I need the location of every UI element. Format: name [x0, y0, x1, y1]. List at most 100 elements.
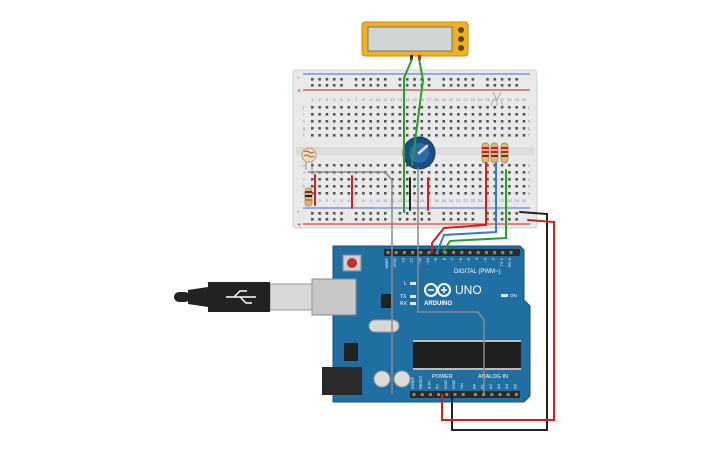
pin-label: GND — [451, 380, 456, 389]
rgb-led[interactable] — [490, 91, 504, 107]
header-pin[interactable] — [453, 393, 457, 396]
header-pin[interactable] — [420, 393, 424, 396]
column-number: 20 — [449, 198, 454, 203]
row-letter: g — [528, 126, 530, 131]
board-model: UNO — [455, 283, 482, 297]
column-number: 27 — [500, 198, 505, 203]
pin-label: 12 — [409, 257, 414, 262]
wire-pot-analog[interactable] — [417, 167, 485, 395]
header-pin[interactable] — [386, 251, 390, 254]
column-number: 30 — [522, 198, 527, 203]
header-pin[interactable] — [468, 251, 472, 254]
rail-plus-label: + — [297, 88, 301, 95]
column-number: 16 — [420, 97, 425, 102]
header-pin[interactable] — [419, 251, 423, 254]
row-letter: c — [303, 177, 305, 182]
row-letter: f — [303, 133, 305, 138]
pin-label: TX 1 — [499, 257, 504, 266]
capacitor-2 — [393, 370, 411, 388]
column-number: 14 — [405, 97, 410, 102]
column-number: 11 — [383, 97, 388, 102]
resistor-photoresistor[interactable] — [304, 187, 313, 207]
usb-symbol-icon — [226, 290, 256, 304]
column-number: 5 — [340, 97, 343, 102]
header-pin[interactable] — [514, 393, 518, 396]
column-number: 29 — [514, 97, 519, 102]
column-number: 12 — [390, 97, 395, 102]
header-pin[interactable] — [443, 251, 447, 254]
column-number: 3 — [326, 198, 329, 203]
rail-plus-label-bottom: + — [297, 222, 301, 229]
column-number: 2 — [318, 198, 321, 203]
pin-label: RX 0 — [507, 257, 512, 267]
column-number: 22 — [463, 97, 468, 102]
column-number: 24 — [478, 198, 483, 203]
resistor-blue-led[interactable] — [490, 142, 499, 164]
led-rx — [410, 302, 416, 305]
column-number: 19 — [441, 198, 446, 203]
usb-chip — [381, 294, 391, 308]
header-pin[interactable] — [501, 251, 505, 254]
header-pin[interactable] — [437, 393, 441, 396]
wire-gnd[interactable] — [451, 211, 548, 431]
resistor-green-led[interactable] — [500, 142, 509, 164]
header-pin[interactable] — [498, 393, 502, 396]
header-pin[interactable] — [493, 251, 497, 254]
column-number: 15 — [412, 97, 417, 102]
header-pin[interactable] — [411, 251, 415, 254]
column-number: 1 — [311, 97, 314, 102]
row-letter: j — [527, 105, 529, 110]
row-letter: i — [303, 112, 304, 117]
potentiometer[interactable] — [402, 136, 436, 170]
column-number: 26 — [493, 97, 498, 102]
pin-label: 5V — [435, 384, 440, 389]
header-pin[interactable] — [452, 251, 456, 254]
wire-5v[interactable] — [441, 219, 555, 421]
pin-label: 7 — [450, 257, 455, 260]
column-number: 11 — [383, 198, 388, 203]
header-pin[interactable] — [394, 251, 398, 254]
header-pin[interactable] — [490, 393, 494, 396]
wire-lcd-green-1[interactable] — [403, 58, 413, 213]
lcd-display[interactable] — [361, 21, 469, 60]
column-number: 28 — [507, 97, 512, 102]
photoresistor[interactable] — [301, 147, 317, 170]
column-number: 7 — [355, 198, 358, 203]
wire-lcd-green-2[interactable] — [411, 58, 425, 166]
digital-label: DIGITAL (PWM~) — [454, 269, 501, 275]
header-pin[interactable] — [461, 393, 465, 396]
column-number: 13 — [398, 97, 403, 102]
column-number: 4 — [333, 97, 336, 102]
wire-led-red[interactable] — [431, 162, 487, 253]
row-letter: b — [303, 184, 306, 189]
wire-ldr-analog[interactable] — [307, 171, 393, 395]
header-pin[interactable] — [509, 251, 513, 254]
header-pin[interactable] — [460, 251, 464, 254]
header-pin[interactable] — [402, 251, 406, 254]
header-pin[interactable] — [473, 393, 477, 396]
wire-led-blue[interactable] — [436, 162, 497, 253]
wire-led-green[interactable] — [442, 169, 507, 253]
row-letter: e — [303, 163, 306, 168]
header-pin[interactable] — [427, 251, 431, 254]
pin-label: RESET — [418, 375, 423, 389]
column-number: 24 — [478, 97, 483, 102]
power-analog-header — [410, 391, 520, 398]
led-tx — [410, 295, 416, 298]
arduino-logo-icon — [424, 283, 451, 297]
header-pin[interactable] — [445, 393, 449, 396]
resistor-red-led[interactable] — [481, 142, 490, 164]
column-number: 27 — [500, 97, 505, 102]
header-pin[interactable] — [484, 251, 488, 254]
usb-cable[interactable] — [174, 282, 313, 312]
header-pin[interactable] — [506, 393, 510, 396]
pin-label: GND — [392, 258, 397, 267]
column-number: 10 — [376, 198, 381, 203]
header-pin[interactable] — [412, 393, 416, 396]
column-number: 10 — [376, 97, 381, 102]
header-pin[interactable] — [476, 251, 480, 254]
header-pin[interactable] — [428, 393, 432, 396]
